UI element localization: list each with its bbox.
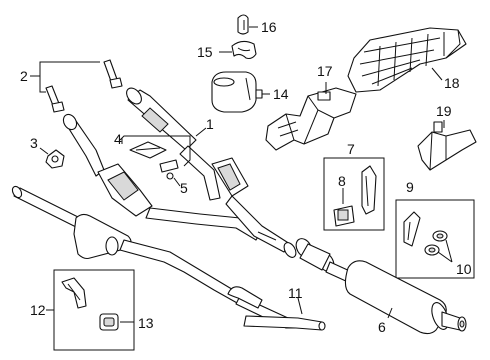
leader-18: [431, 67, 443, 81]
part-19-bracket: [417, 121, 477, 171]
callout-12: 12: [30, 302, 46, 318]
group-9-box: [395, 199, 475, 279]
part-14-bracket: [211, 71, 263, 113]
callout-13: 13: [138, 315, 154, 331]
part-11-tailpipe: [227, 286, 326, 331]
callout-10: 10: [456, 261, 472, 277]
part-9-hanger: [403, 211, 421, 247]
part-17-heat-shield: [265, 87, 357, 151]
part-15-hanger-clip: [231, 40, 257, 60]
leader-10: [437, 239, 453, 263]
callout-17: 17: [317, 63, 333, 79]
callout-9: 9: [406, 179, 414, 195]
part-front-pipe-resonator: [11, 185, 305, 329]
part-4-bracket: [129, 141, 167, 159]
callout-18: 18: [444, 75, 460, 91]
part-6-muffler: [325, 260, 467, 335]
part-8-insulator: [333, 165, 377, 227]
part-5-stud: [159, 159, 179, 180]
leader-3: [39, 147, 49, 155]
leader-1: [195, 127, 207, 137]
part-12-hanger: [61, 277, 87, 309]
part-16-clip: [237, 14, 249, 35]
callout-14: 14: [273, 86, 289, 102]
callout-5: 5: [180, 180, 188, 196]
callout-7: 7: [347, 141, 355, 157]
part-1-y-pipe-catalytic-converter: [62, 87, 297, 258]
callout-6: 6: [378, 319, 386, 335]
part-13-insulator: [99, 313, 119, 331]
callout-4: 4: [114, 131, 122, 147]
callout-1: 1: [206, 116, 214, 132]
callout-19: 19: [436, 103, 452, 119]
callout-3: 3: [30, 135, 38, 151]
part-18-heat-shield: [347, 27, 467, 93]
leader-6: [387, 307, 393, 319]
callout-8: 8: [338, 173, 346, 189]
leader-11: [297, 297, 303, 315]
leader-4: [119, 135, 191, 167]
leader-5: [173, 177, 181, 187]
part-10-insulators: [424, 230, 448, 256]
callout-11: 11: [288, 285, 303, 301]
callout-2: 2: [20, 68, 28, 84]
callout-15: 15: [197, 44, 213, 60]
part-2-oxygen-sensors: [45, 59, 123, 113]
callout-16: 16: [261, 19, 277, 35]
leader-2: [39, 61, 100, 93]
part-3-gasket: [45, 149, 65, 169]
group-7-box: [323, 157, 385, 231]
